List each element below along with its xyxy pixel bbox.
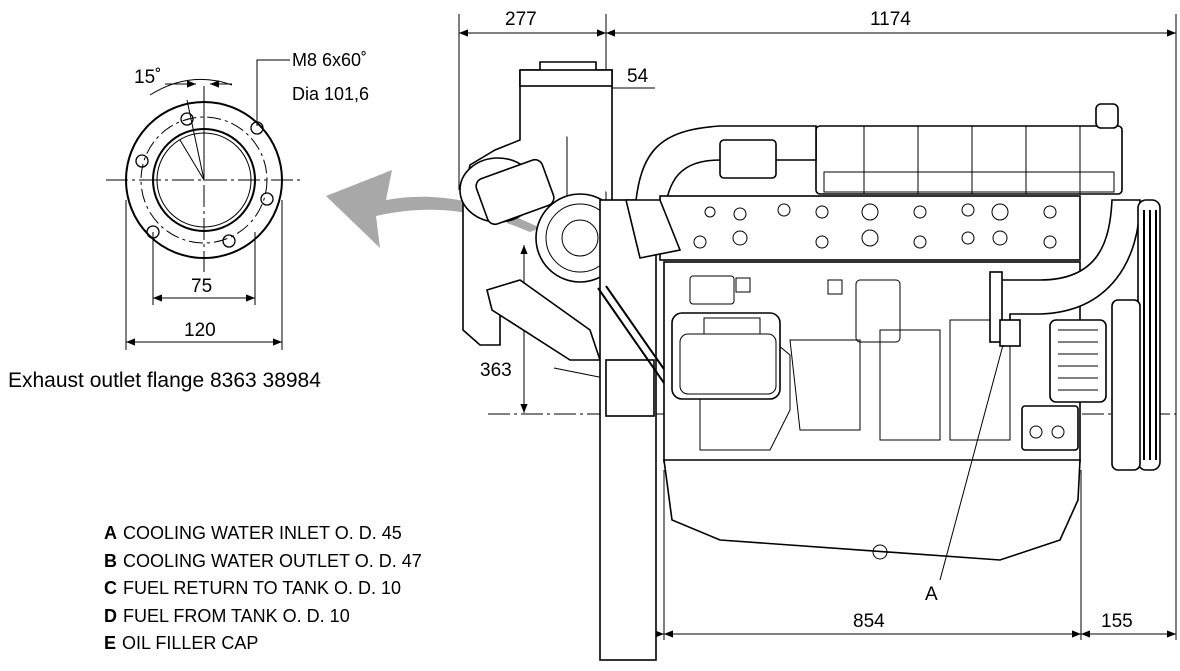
flange-diameter: Dia 101,6 xyxy=(292,84,370,104)
dim-120: 120 xyxy=(184,320,216,341)
dim-277: 277 xyxy=(505,9,537,30)
dim-363: 363 xyxy=(480,360,512,381)
dim-54: 54 xyxy=(627,66,649,87)
dim-155: 155 xyxy=(1101,611,1133,632)
alternator xyxy=(1049,319,1107,403)
oil-sump xyxy=(663,459,1081,561)
callout-a: A xyxy=(925,584,938,605)
oil-filler-cap xyxy=(1095,103,1119,129)
flange-bolt-spec: M8 6x60˚ xyxy=(292,50,368,70)
dim-854: 854 xyxy=(853,611,885,632)
valve-cover xyxy=(815,125,1123,195)
starter-motor xyxy=(671,312,781,400)
flange-detail: 75 120 15˚ xyxy=(106,59,302,350)
flange-bolt-circle xyxy=(140,116,268,244)
engine-body xyxy=(459,61,1161,661)
flange-caption: Exhaust outlet flange 8363 38984 xyxy=(8,369,321,392)
cylinder-head xyxy=(659,195,1081,261)
dim-75: 75 xyxy=(191,276,212,297)
callout-a-leader xyxy=(939,344,1004,581)
flange-angle-label: 15˚ xyxy=(134,67,161,88)
detail-arrow xyxy=(326,170,540,248)
dim-1174: 1174 xyxy=(870,9,911,30)
